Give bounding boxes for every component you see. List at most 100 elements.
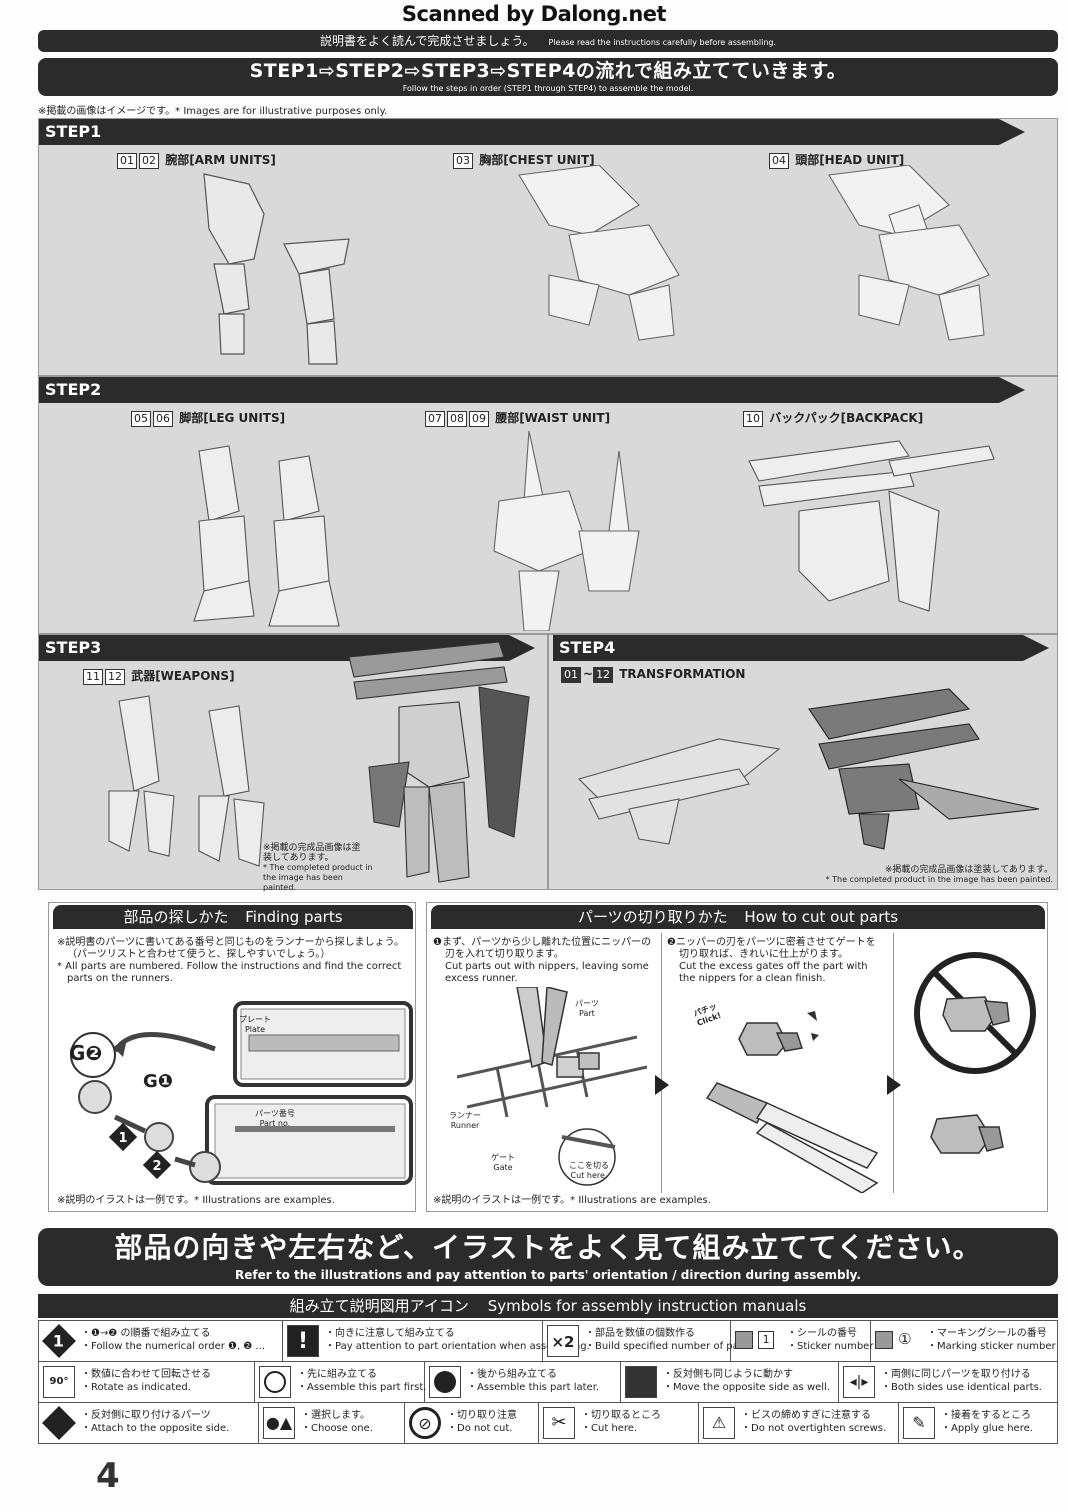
- part-number: 07: [425, 411, 445, 427]
- symbols-row-1: 1 ・❶→❷ の順番で組み立てる・Follow the numerical or…: [39, 1321, 1057, 1362]
- g2-label: G❷: [69, 1041, 103, 1065]
- arm-units-illustration: [203, 173, 350, 365]
- transformation-illustration: [577, 688, 1040, 850]
- painted-note-jp: ※掲載の完成品画像は塗装してあります。: [884, 865, 1053, 875]
- symbol-en: ・Do not overtighten screws.: [741, 1423, 887, 1434]
- step1-en-line1: Cut parts out with nippers, leaving some: [445, 961, 649, 972]
- finding-title-en: Finding parts: [245, 908, 343, 926]
- symbol-choose-one: ●▲ ・選択します。・Choose one.: [259, 1403, 405, 1443]
- chest-unit-illustration: [518, 165, 680, 341]
- runner-illustration: 1 2: [70, 1001, 413, 1185]
- part-label: 腰部[WAIST UNIT]: [495, 411, 611, 425]
- symbol-jp: ・反対側も同じように動かす: [663, 1369, 793, 1380]
- finding-title-jp: 部品の探しかた: [123, 908, 229, 926]
- weapons-illustration: [108, 695, 265, 867]
- runner-jp: ランナー: [449, 1111, 481, 1120]
- cutting-footer: ※説明のイラストは一例です。* Illustrations are exampl…: [433, 1195, 711, 1206]
- exclamation-icon: !: [287, 1325, 319, 1357]
- finding-en-line2: parts on the runners.: [67, 973, 173, 984]
- marking-sticker-glyph: ①: [898, 1330, 912, 1348]
- symbol-assemble-first: ・先に組み立てる・Assemble this part first.: [255, 1362, 426, 1402]
- g1-label: G❶: [143, 1071, 174, 1092]
- plate-en: Plate: [244, 1025, 265, 1034]
- part-label: 脚部[LEG UNITS]: [179, 411, 286, 425]
- symbol-en: ・Do not cut.: [447, 1423, 513, 1434]
- symbols-row-3: ・反対側に取り付けるパーツ・Attach to the opposite sid…: [39, 1403, 1057, 1444]
- illustrative-note: ※掲載の画像はイメージです。* Images are for illustrat…: [38, 106, 388, 117]
- step3-painted-note: ※掲載の完成品画像は塗装してあります。 * The completed prod…: [263, 843, 373, 893]
- head-unit-illustration: [828, 165, 990, 341]
- symbol-jp: ・切り取るところ: [581, 1410, 661, 1421]
- symbol-jp: ・ビスの締めすぎに注意する: [741, 1410, 871, 1421]
- step4-title: STEP4: [559, 638, 616, 657]
- symbol-jp: ・数値に合わせて回転させる: [81, 1369, 211, 1380]
- choose-one-icon: ●▲: [263, 1407, 295, 1439]
- numbered-order-icon: 1: [42, 1324, 76, 1358]
- symbol-en: ・Attach to the opposite side.: [81, 1423, 230, 1434]
- cut-here-callout: ここを切る Cut here.: [569, 1161, 609, 1181]
- plate-label: プレート Plate: [239, 1015, 271, 1035]
- symbol-jp: ・シールの番号: [787, 1328, 857, 1339]
- part-number: 08: [447, 411, 467, 427]
- both-sides-icon: ◂|▸: [843, 1366, 875, 1398]
- symbol-jp: ・反対側に取り付けるパーツ: [81, 1410, 211, 1421]
- plate-jp: プレート: [239, 1015, 271, 1024]
- clean-finish-illustration: [705, 1011, 879, 1193]
- part-label: TRANSFORMATION: [619, 667, 746, 681]
- symbol-opposite-side: ・反対側に取り付けるパーツ・Attach to the opposite sid…: [39, 1403, 259, 1443]
- step4-arrow-icon: [1023, 635, 1049, 661]
- painted-note-en: * The completed product in the image has…: [825, 875, 1053, 884]
- part-number: 04: [769, 153, 789, 169]
- step2-en-line1: Cut the excess gates off the part with: [679, 961, 868, 972]
- part-number: 06: [153, 411, 173, 427]
- part-number: 02: [139, 153, 159, 169]
- symbol-assemble-later: ・後から組み立てる・Assemble this part later.: [425, 1362, 621, 1402]
- symbol-both-sides: ◂|▸ ・両側に同じパーツを取り付ける・Both sides use ident…: [839, 1362, 1057, 1402]
- part-number: 01: [117, 153, 137, 169]
- symbol-jp: ・先に組み立てる: [297, 1369, 377, 1380]
- finding-jp-line2: （パーツリストと合わせて使うと、探しやすいでしょう。）: [67, 949, 331, 960]
- step1-arrow-icon: [999, 119, 1025, 145]
- step2-arrow-icon: [999, 377, 1025, 403]
- part-number: 01: [561, 667, 581, 683]
- part-label: 腕部[ARM UNITS]: [165, 153, 276, 167]
- step2-band: STEP2: [39, 377, 1025, 403]
- do-not-cut-icon: ⊘: [409, 1407, 441, 1439]
- part-number: 05: [131, 411, 151, 427]
- tilde: ~: [583, 667, 594, 681]
- glue-icon: ✎: [903, 1407, 935, 1439]
- symbol-en: ・Pay attention to part orientation when …: [325, 1341, 590, 1352]
- part-label: 武器[WEAPONS]: [131, 669, 235, 683]
- svg-text:2: 2: [152, 1159, 161, 1174]
- step4-band: STEP4: [553, 635, 1049, 661]
- finding-en-line1: * All parts are numbered. Follow the ins…: [57, 961, 402, 972]
- header-bar: 説明書をよく読んで完成させましょう。 Please read the instr…: [38, 30, 1058, 52]
- step2-title: STEP2: [45, 380, 102, 399]
- svg-text:1: 1: [118, 1131, 127, 1146]
- part-label: バックパック[BACKPACK]: [769, 411, 924, 425]
- symbol-jp: ・❶→❷ の順番で組み立てる: [81, 1328, 211, 1339]
- symbol-jp: ・マーキングシールの番号: [927, 1328, 1047, 1339]
- next-arrow-icon: [887, 1075, 901, 1095]
- rotate-icon: 90°: [43, 1366, 75, 1398]
- parts-en: Part: [579, 1009, 595, 1018]
- next-arrow-icon: [655, 1075, 669, 1095]
- waist-unit-illustration: [493, 431, 640, 631]
- step1-band: STEP1: [39, 119, 1025, 145]
- finding-footer: ※説明のイラストは一例です。* Illustrations are exampl…: [57, 1195, 335, 1206]
- watermark: Scanned by Dalong.net: [401, 2, 667, 26]
- symbol-en: ・Rotate as indicated.: [81, 1382, 191, 1393]
- finding-parts-section: 部品の探しかた Finding parts ※説明書のパーツに書いてある番号と同…: [48, 902, 416, 1212]
- assemble-first-icon: [259, 1366, 291, 1398]
- step2-jp-line2: 切り取れば、きれいに仕上がります。: [679, 949, 848, 960]
- leg-units-illustration: [193, 445, 340, 627]
- partno-jp: パーツ番号: [255, 1109, 295, 1118]
- finding-instructions: ※説明書のパーツに書いてある番号と同じものをランナーから探しましょう。 （パーツ…: [57, 937, 413, 985]
- marking-sticker-icon: ①: [875, 1325, 923, 1357]
